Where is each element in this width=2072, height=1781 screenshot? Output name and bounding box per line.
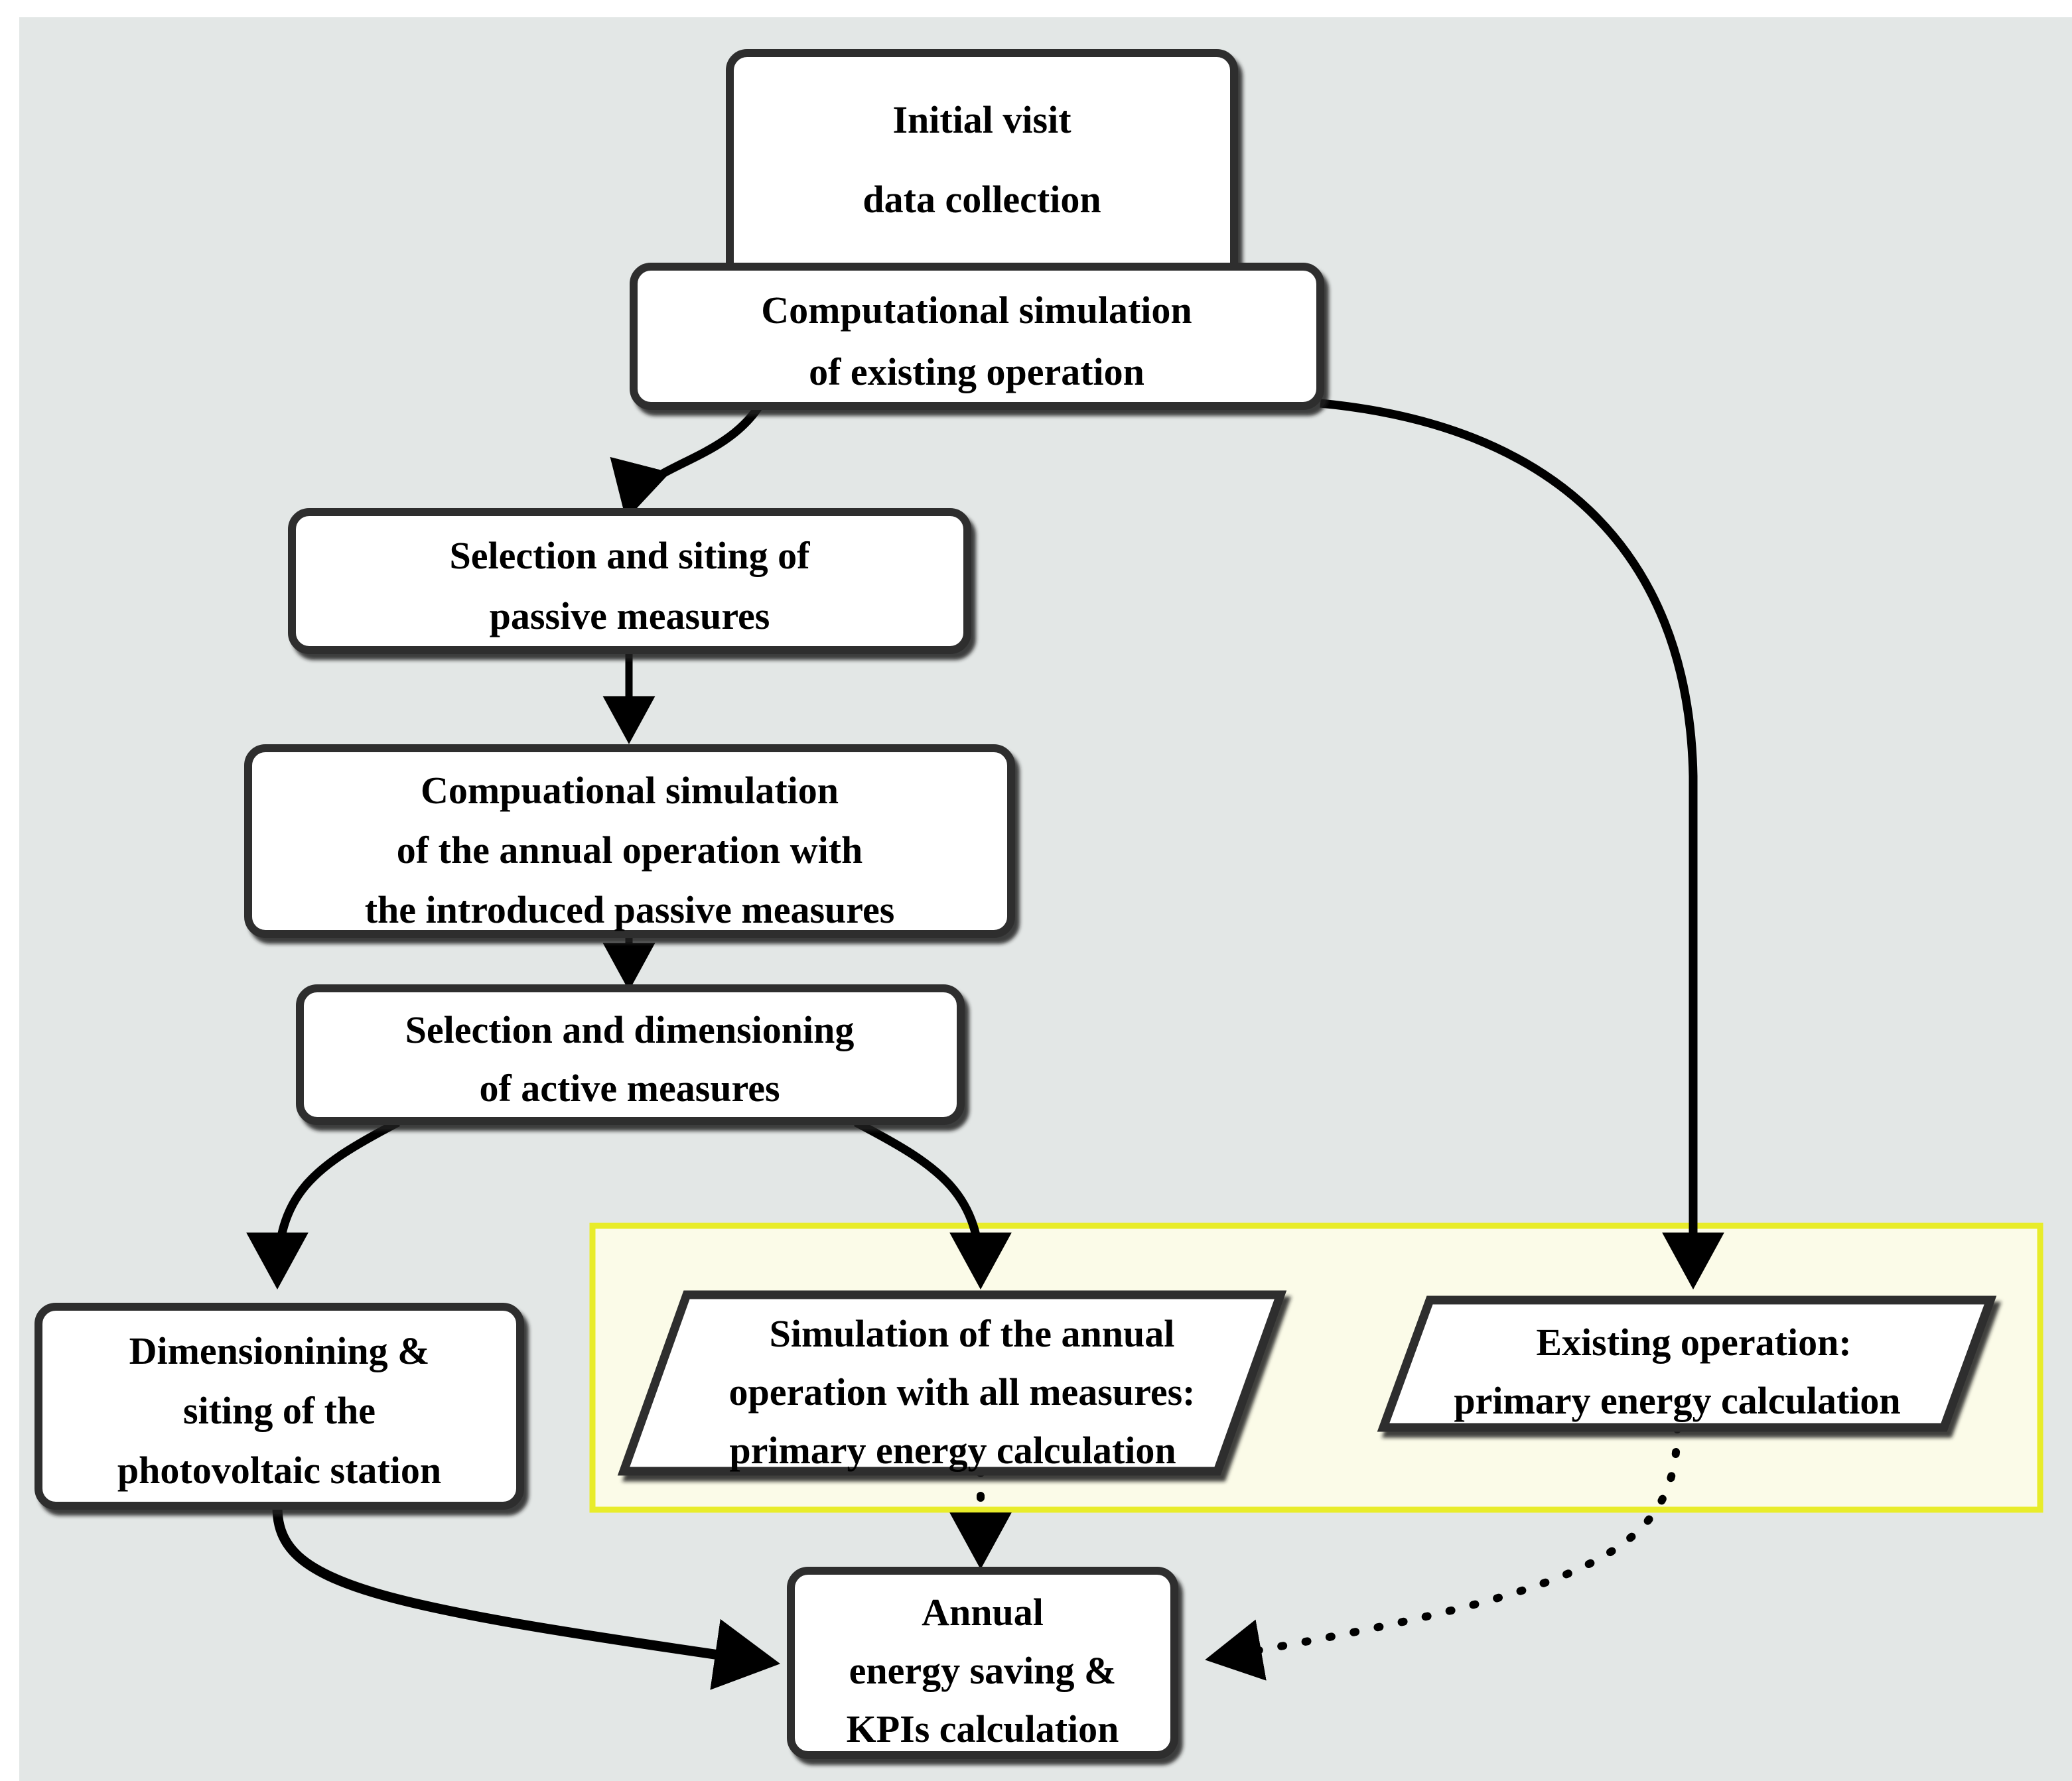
node-initial-visit-line-1: Initial visit [892, 98, 1071, 141]
node-annual-energy-saving-kpis-line-1: Annual [922, 1591, 1044, 1634]
node-compuational-simulation-annual-passive[interactable]: Compuational simulation of the annual op… [244, 744, 1015, 938]
node-initial-visit-line-2: data collection [863, 178, 1101, 221]
node-computational-simulation-existing-shape[interactable] [630, 263, 1324, 410]
node-computational-simulation-existing-line-2: of existing operation [809, 350, 1144, 393]
node-computational-simulation-existing-line-1: Computational simulation [761, 289, 1192, 332]
node-simulation-annual-all-measures-line-2: operation with all measures: [729, 1370, 1196, 1414]
node-dimensioning-siting-photovoltaic-line-2: siting of the [183, 1389, 376, 1432]
edge-selection-active-to-photovoltaic [246, 1118, 401, 1290]
node-selection-dimensioning-active[interactable]: Selection and dimensioning of active mea… [296, 984, 965, 1125]
node-compuational-simulation-annual-passive-line-2: of the annual operation with [397, 828, 863, 872]
node-compuational-simulation-annual-passive-line-1: Compuational simulation [421, 769, 839, 812]
node-selection-dimensioning-active-line-2: of active measures [479, 1067, 780, 1110]
node-selection-siting-passive-line-1: Selection and siting of [450, 534, 811, 577]
node-annual-energy-saving-kpis-line-3: KPIs calculation [847, 1707, 1119, 1750]
edge-computational-to-selection-passive [610, 405, 762, 520]
node-selection-siting-passive[interactable]: Selection and siting of passive measures [288, 508, 971, 654]
node-dimensioning-siting-photovoltaic-shape[interactable] [35, 1303, 524, 1510]
node-annual-energy-saving-kpis-shape[interactable] [787, 1567, 1178, 1759]
node-selection-siting-passive-shape[interactable] [288, 508, 971, 654]
edge-computational-to-existing-operation [1320, 399, 1724, 1290]
node-initial-visit-shape[interactable] [726, 49, 1238, 295]
node-annual-energy-saving-kpis[interactable]: Annual energy saving & KPIs calculation [787, 1567, 1178, 1759]
node-existing-operation-primary-energy-shape[interactable] [1377, 1295, 1997, 1432]
node-existing-operation-primary-energy-line-1: Existing operation: [1536, 1321, 1851, 1364]
edge-selection-active-to-simulation-all [853, 1118, 1012, 1290]
node-dimensioning-siting-photovoltaic-line-3: photovoltaic station [117, 1449, 441, 1492]
node-compuational-simulation-annual-passive-shape[interactable] [244, 744, 1015, 938]
node-computational-simulation-existing[interactable]: Computational simulation of existing ope… [630, 263, 1324, 410]
node-existing-operation-primary-energy-line-2: primary energy calculation [1454, 1379, 1900, 1422]
edge-photovoltaic-to-annual-saving [272, 1506, 781, 1690]
node-dimensioning-siting-photovoltaic-line-1: Dimensionining & [129, 1329, 430, 1372]
node-simulation-annual-all-measures-line-1: Simulation of the annual [770, 1312, 1175, 1355]
edge-existing-operation-to-annual-saving [1205, 1423, 1681, 1681]
node-annual-energy-saving-kpis-line-2: energy saving & [849, 1649, 1117, 1692]
node-selection-dimensioning-active-shape[interactable] [296, 984, 965, 1125]
node-dimensioning-siting-photovoltaic[interactable]: Dimensionining & siting of the photovolt… [35, 1303, 524, 1510]
node-initial-visit[interactable]: Initial visit data collection [726, 49, 1238, 295]
node-compuational-simulation-annual-passive-line-3: the introduced passive measures [365, 888, 895, 931]
node-simulation-annual-all-measures-shape[interactable] [617, 1290, 1287, 1476]
node-simulation-annual-all-measures[interactable]: Simulation of the annual operation with … [617, 1290, 1287, 1476]
node-selection-dimensioning-active-line-1: Selection and dimensioning [405, 1008, 855, 1051]
node-simulation-annual-all-measures-line-3: primary energy calculation [729, 1429, 1176, 1472]
node-existing-operation-primary-energy[interactable]: Existing operation: primary energy calcu… [1377, 1295, 1997, 1432]
node-selection-siting-passive-line-2: passive measures [490, 594, 770, 637]
